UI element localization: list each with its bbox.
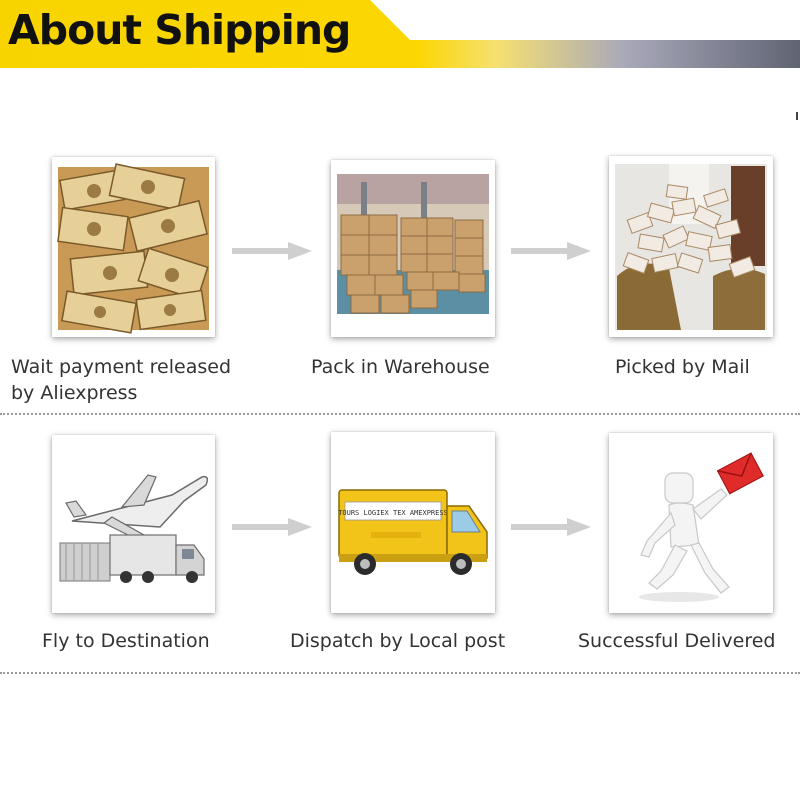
step-5-caption: Dispatch by Local post bbox=[290, 630, 506, 652]
step-1-caption-line-1: Wait payment released bbox=[11, 356, 232, 378]
mail-parcels-icon bbox=[615, 164, 767, 330]
warehouse-boxes-icon bbox=[337, 174, 489, 314]
airplane-truck-icon bbox=[59, 474, 209, 583]
step-3-caption: Picked by Mail bbox=[615, 356, 750, 378]
step-1-image bbox=[52, 157, 215, 337]
arrow-1-to-2 bbox=[232, 242, 312, 260]
row-divider-bottom bbox=[0, 672, 800, 674]
step-6-image bbox=[609, 433, 773, 613]
row-divider-top bbox=[0, 413, 800, 415]
step-1-caption-line-2: by Aliexpress bbox=[11, 382, 138, 404]
delivery-van-icon: TOURS LOGIEX TEX AMEXPRESS bbox=[338, 489, 488, 575]
edge-mark bbox=[796, 112, 798, 120]
arrow-4-to-5 bbox=[232, 518, 312, 536]
header-banner-cutout bbox=[370, 0, 800, 40]
step-2-caption: Pack in Warehouse bbox=[311, 356, 490, 378]
step-5-image: TOURS LOGIEX TEX AMEXPRESS bbox=[331, 432, 495, 613]
arrow-5-to-6 bbox=[511, 518, 591, 536]
courier-figure-icon bbox=[639, 452, 764, 602]
step-4-image bbox=[52, 435, 215, 613]
step-3-image bbox=[609, 156, 773, 337]
page-title: About Shipping bbox=[8, 6, 351, 54]
step-2-image bbox=[331, 160, 495, 337]
money-stack-icon bbox=[57, 163, 209, 334]
van-lettering: TOURS LOGIEX TEX AMEXPRESS bbox=[338, 509, 448, 517]
arrow-2-to-3 bbox=[511, 242, 591, 260]
step-4-caption: Fly to Destination bbox=[42, 630, 210, 652]
step-6-caption: Successful Delivered bbox=[578, 630, 776, 652]
